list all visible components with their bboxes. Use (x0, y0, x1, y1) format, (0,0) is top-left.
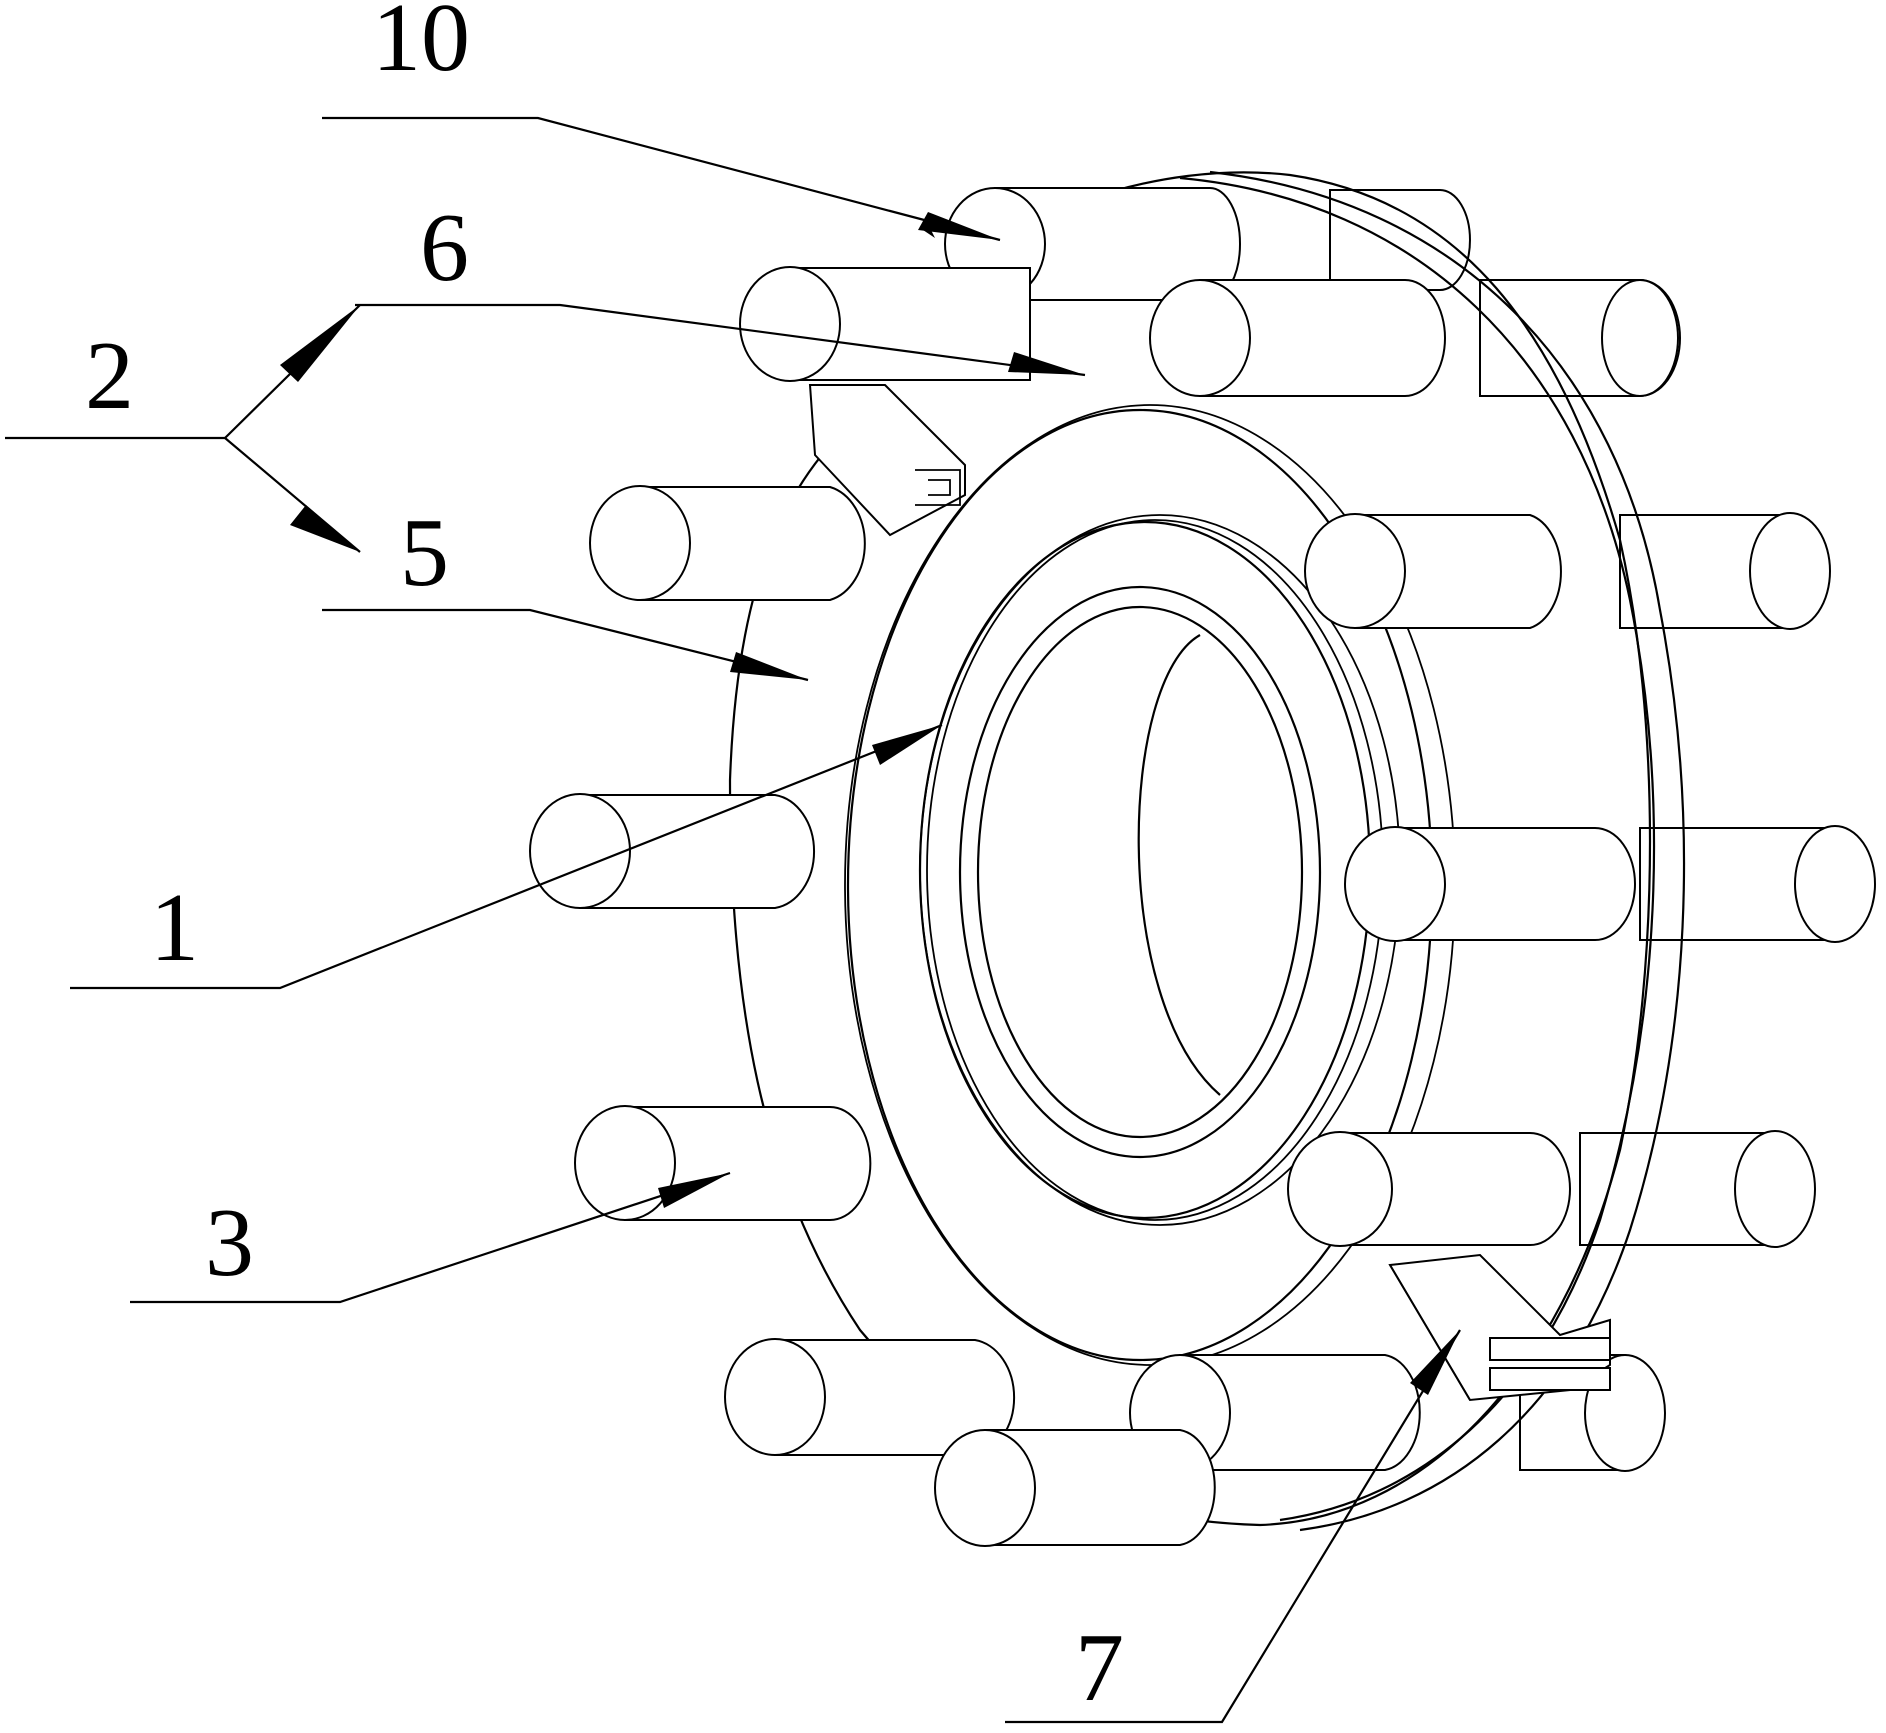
label-7: 7 (1075, 1614, 1124, 1722)
label-3: 3 (205, 1189, 254, 1297)
upper-clamp (808, 384, 966, 537)
flange-body (728, 170, 1686, 1532)
label-1: 1 (150, 874, 199, 982)
labels: 10 6 2 5 1 3 7 (85, 0, 1124, 1722)
lower-clamp (1388, 1253, 1611, 1402)
front-pins (529, 187, 1636, 1547)
label-6: 6 (420, 194, 469, 302)
rear-pins (1329, 189, 1876, 1472)
label-5: 5 (400, 499, 449, 607)
label-10: 10 (372, 0, 470, 92)
label-2: 2 (85, 322, 134, 430)
leader-lines (5, 116, 1461, 1724)
